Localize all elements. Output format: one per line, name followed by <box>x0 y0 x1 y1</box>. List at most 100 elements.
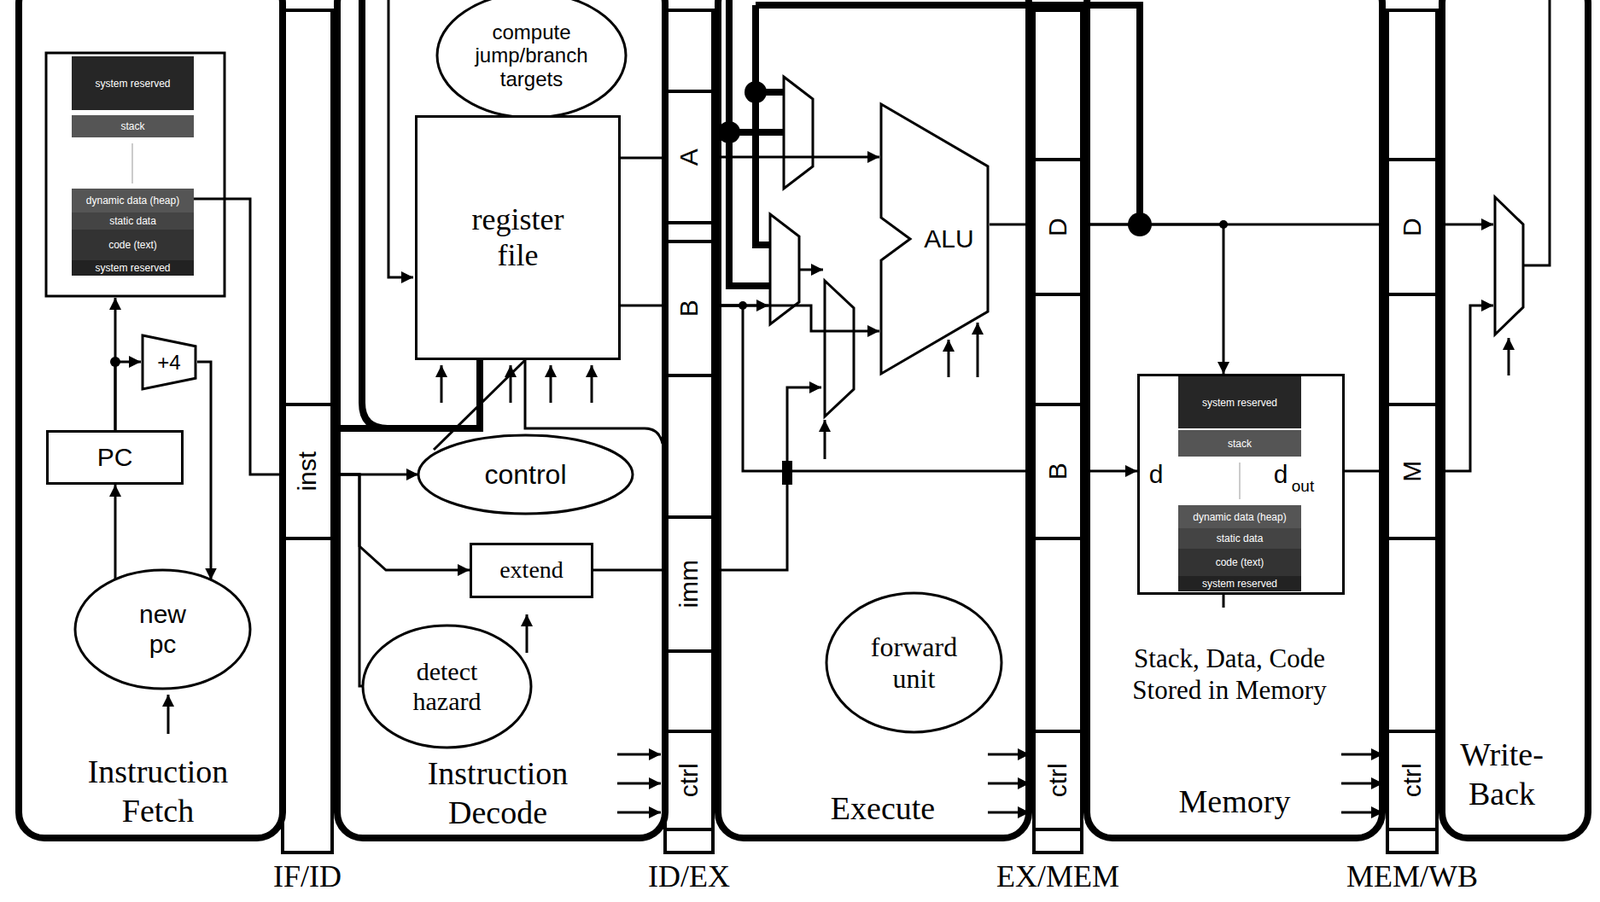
process-ellipse: detect hazard <box>361 624 533 750</box>
process-ellipse: control <box>416 433 635 516</box>
adder-symbol-outline <box>142 335 196 390</box>
control-arrow <box>617 753 661 757</box>
control-arrow <box>1341 753 1384 757</box>
adder-symbol: +4 <box>140 333 198 392</box>
register-field: A <box>666 89 712 225</box>
wire-connector <box>620 157 667 160</box>
memory-segment: code (text) <box>71 229 194 261</box>
wire <box>1438 223 1494 227</box>
register-field: B <box>666 239 712 378</box>
process-ellipse-outline <box>362 625 532 748</box>
memory-segment: static data <box>1178 528 1302 549</box>
field-label: ctrl <box>1397 764 1428 799</box>
memory-segment: system reserved <box>71 260 194 276</box>
control-arrow <box>987 753 1030 757</box>
control-arrow <box>509 365 513 403</box>
pipeline-register: MEM/WBDMctrl <box>1385 8 1439 855</box>
node-label: +4 <box>157 350 181 375</box>
stage-label: Stack, Data, Code Stored in Memory <box>1101 642 1358 707</box>
node-label: new pc <box>124 600 202 660</box>
register-field: D <box>1035 157 1081 297</box>
node-label: register file <box>454 202 583 274</box>
control-arrow <box>947 339 951 378</box>
wire <box>799 268 824 272</box>
multiplexer <box>770 76 1524 417</box>
growth-arrow <box>132 143 1240 500</box>
control-arrow <box>167 694 170 735</box>
segment-label: code (text) <box>108 239 158 251</box>
wire <box>1222 595 1226 608</box>
wire-connector <box>115 362 141 431</box>
junction-dot <box>782 461 793 485</box>
register-field: ctrl <box>1389 729 1436 832</box>
register-label: IF/ID <box>273 861 342 893</box>
process-ellipse-outline <box>826 593 1002 733</box>
register-field: ctrl <box>666 729 712 832</box>
bus <box>729 0 771 287</box>
stage-panel: Stack, Data, Code Stored in MemoryMemory… <box>1083 0 1386 842</box>
field-label: imm <box>674 560 705 609</box>
field-label: D <box>1397 217 1428 237</box>
port-label: d <box>1267 459 1294 491</box>
pipeline-register: ID/EXABimmctrl <box>663 8 715 855</box>
memory-segment: dynamic data (heap) <box>71 188 194 213</box>
control-arrow <box>525 614 529 654</box>
control-arrow <box>823 420 827 460</box>
control-arrow <box>987 811 1030 815</box>
stage-label: Instruction Fetch <box>55 753 261 831</box>
wire <box>115 0 1550 608</box>
memory-segment: system reserved <box>1178 576 1302 592</box>
process-ellipse: new pc <box>73 568 252 691</box>
wire-connector <box>114 484 117 580</box>
wire-connector <box>193 198 285 475</box>
alu-symbol-outline <box>881 104 988 374</box>
wire-connector <box>711 305 1036 472</box>
wire <box>1438 305 1494 472</box>
wire-connector <box>620 304 667 308</box>
multiplexer <box>783 76 813 189</box>
segment-label: system reserved <box>94 262 170 274</box>
stage-label: Instruction Decode <box>399 754 596 833</box>
segment-label: stack <box>1227 438 1252 450</box>
port-label: d <box>1143 459 1169 491</box>
pipeline-register: EX/MEMDBctrl <box>1032 8 1084 855</box>
register-label: MEM/WB <box>1346 861 1478 893</box>
control-arrow <box>987 782 1030 786</box>
field-label: D <box>1043 217 1074 237</box>
memory-segment: stack <box>71 115 194 138</box>
control-arrow <box>1341 811 1384 815</box>
segment-label: system reserved <box>94 78 170 89</box>
segment-label: system reserved <box>1202 578 1278 590</box>
wire <box>1523 0 1550 266</box>
segment-label: code (text) <box>1215 557 1265 568</box>
register-field: M <box>1389 402 1436 541</box>
node-label: ALU <box>923 224 974 255</box>
control-arrow <box>440 365 444 403</box>
control-arrow <box>617 782 661 786</box>
segment-label: dynamic data (heap) <box>1192 512 1286 523</box>
register-field: ctrl <box>1035 729 1081 832</box>
register-label: EX/MEM <box>996 861 1120 893</box>
field-label: ctrl <box>1043 764 1074 799</box>
field-label: M <box>1397 461 1428 483</box>
multiplexer <box>824 280 854 417</box>
wire <box>525 360 663 444</box>
control-arrow <box>976 322 980 378</box>
memory-segment: system reserved <box>1178 376 1302 429</box>
node-label: PC <box>97 443 134 473</box>
wire-connector <box>711 305 880 332</box>
data-memory: ddoutsystem reservedstackdynamic data (h… <box>1137 373 1345 596</box>
field-label: A <box>674 148 705 166</box>
process-ellipse: forward unit <box>824 591 1004 735</box>
segment-label: system reserved <box>1202 397 1278 409</box>
stage-panel: Instruction Decodecompute jump/branch ta… <box>333 0 669 842</box>
instruction-memory-outline <box>46 52 225 297</box>
memory-segment: code (text) <box>1178 548 1302 577</box>
pipeline-register: IF/IDinst <box>280 8 334 855</box>
register-label: ID/EX <box>648 861 730 893</box>
control-arrow <box>617 811 661 815</box>
wire-connector <box>1080 224 1224 374</box>
process-box: extend <box>469 543 594 599</box>
junction-dot <box>110 81 1228 485</box>
